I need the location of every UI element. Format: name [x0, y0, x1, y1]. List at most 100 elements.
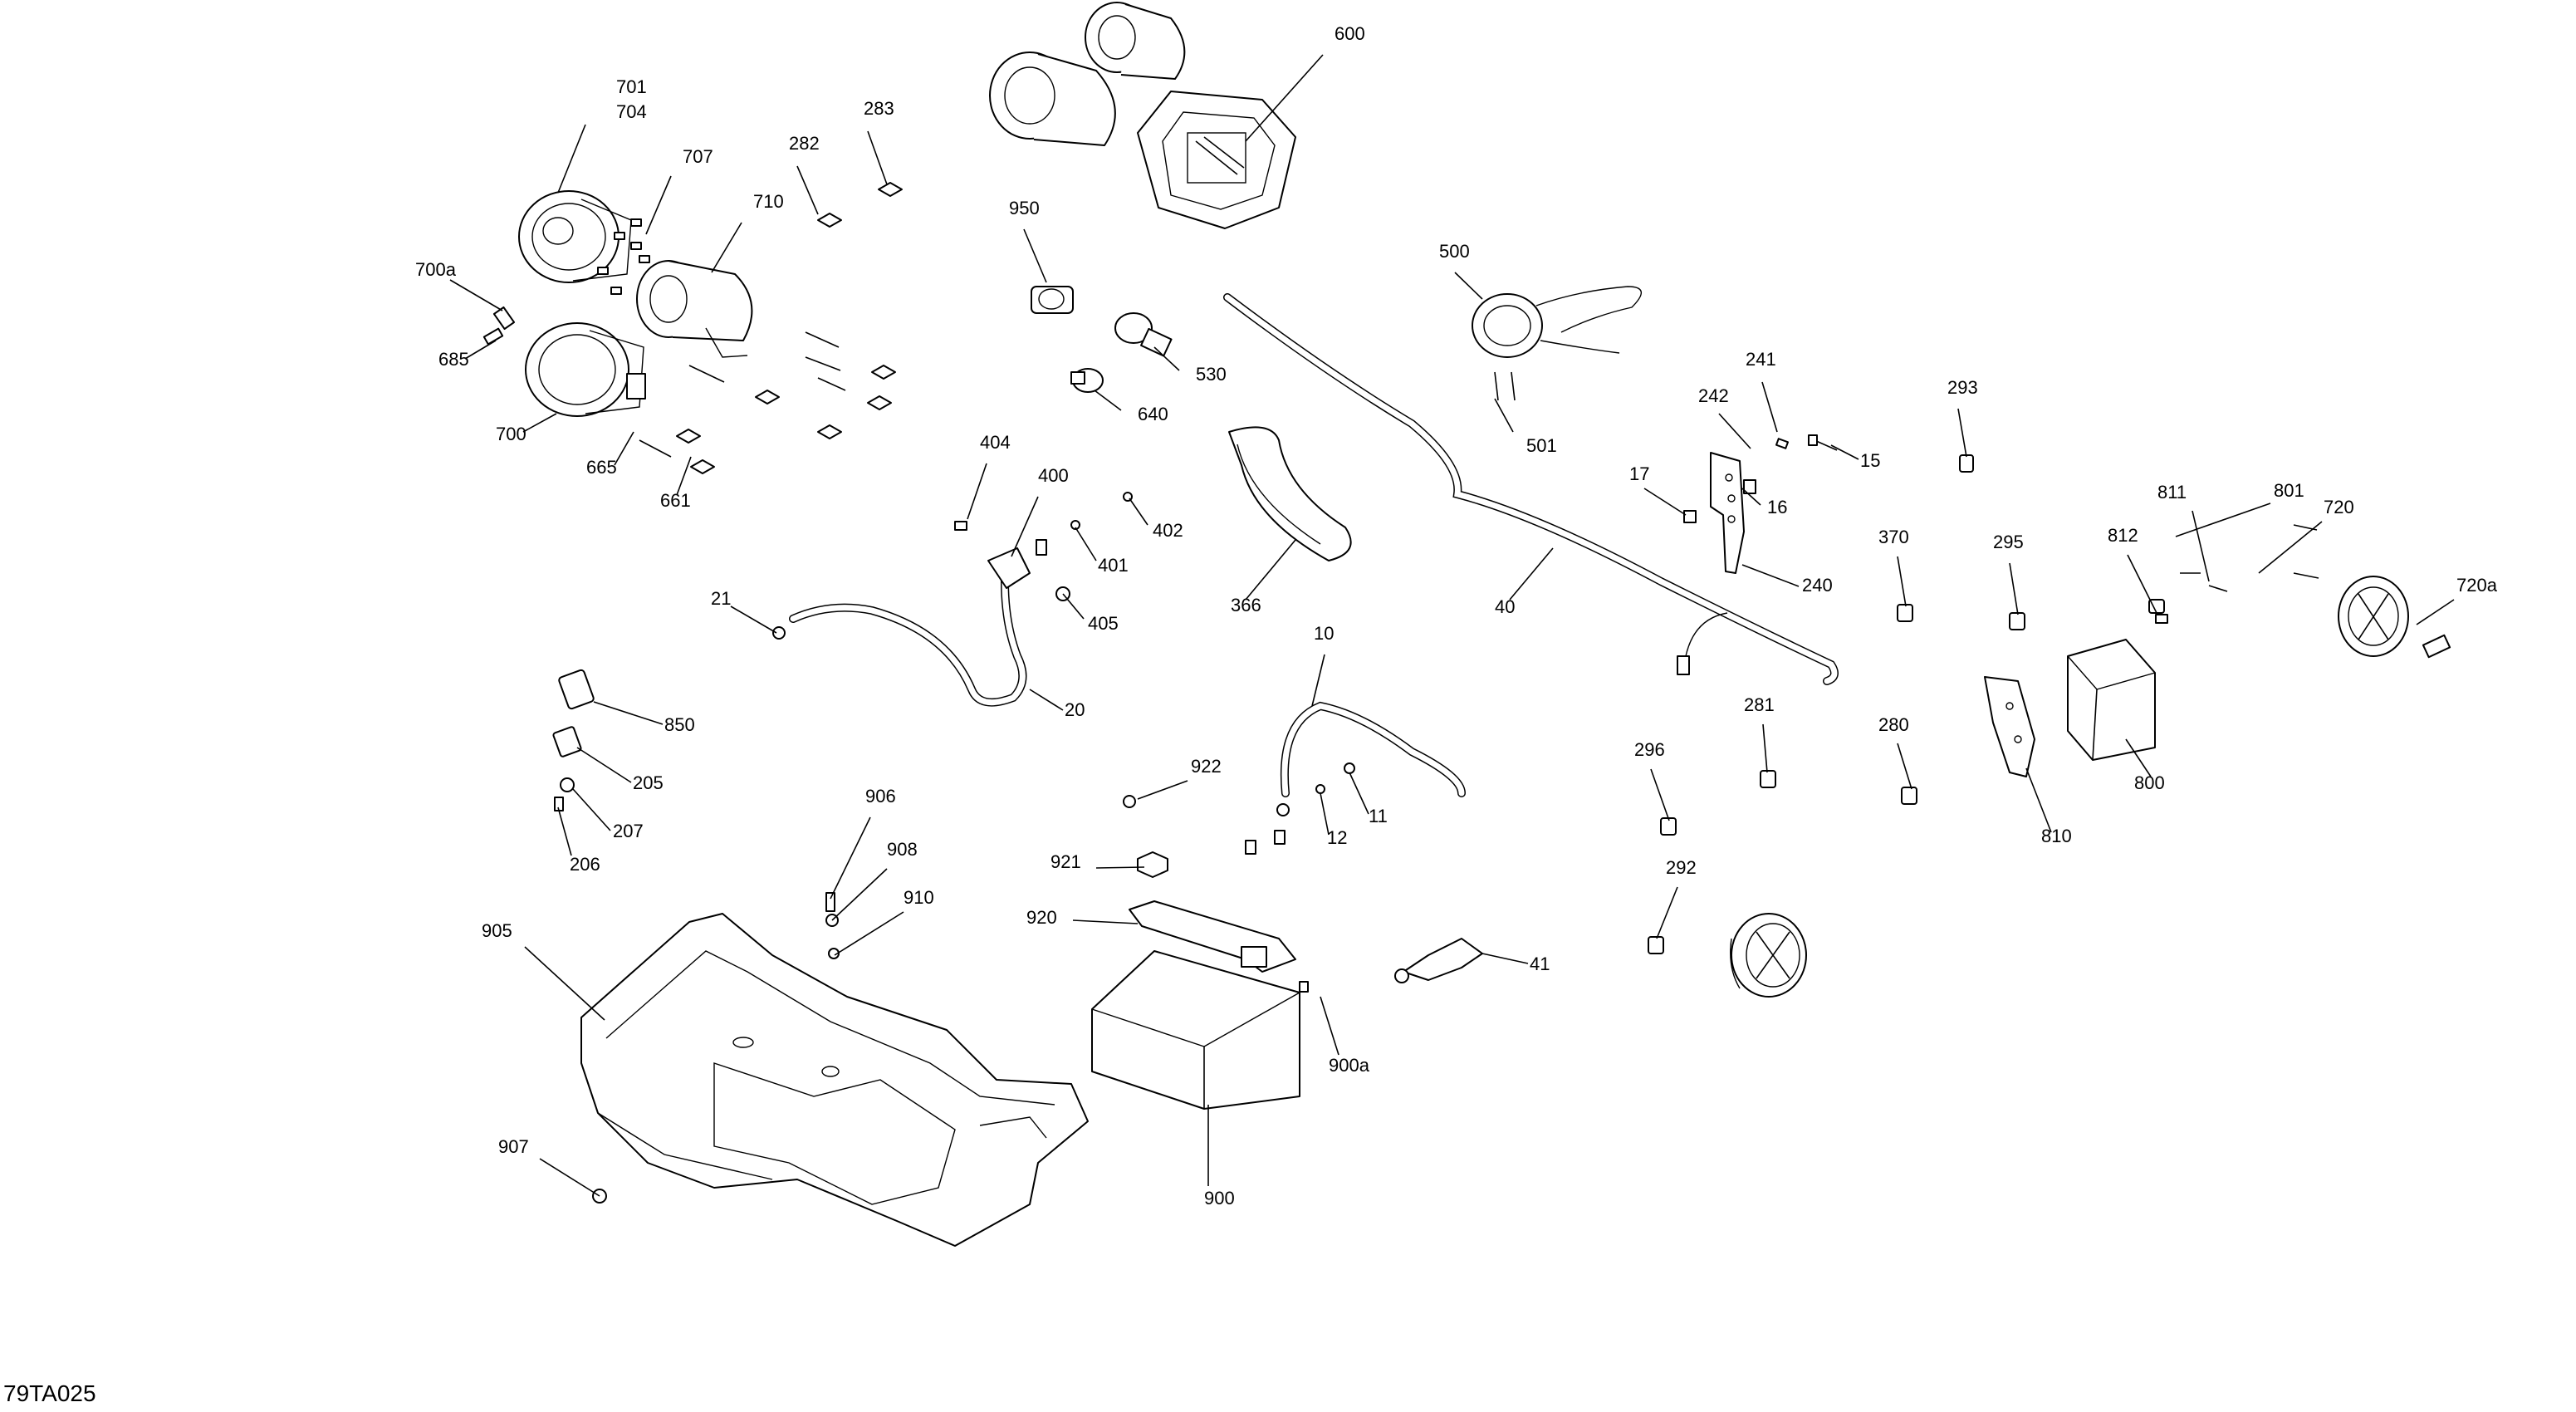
leader-line-701	[557, 124, 586, 194]
callout-950: 950	[1009, 198, 1040, 218]
leader-line-11	[1349, 772, 1369, 815]
callout-15: 15	[1860, 450, 1880, 471]
leader-line-665	[614, 431, 634, 466]
callout-293: 293	[1947, 377, 1978, 398]
air-duct-366	[1228, 426, 1352, 561]
leader-line-922	[1137, 780, 1188, 800]
callout-501: 501	[1526, 435, 1557, 456]
bracket-810	[1984, 676, 2035, 777]
callout-10: 10	[1314, 623, 1334, 644]
leader-line-640	[1094, 390, 1122, 411]
leader-line-404	[967, 463, 987, 520]
leader-line-40	[1509, 547, 1554, 601]
callout-layer: 701704707283282710700a685700665661600950…	[415, 23, 2498, 1209]
callout-41: 41	[1530, 954, 1550, 974]
leader-line-401	[1075, 527, 1097, 561]
battery-hold-down-920	[1129, 900, 1296, 973]
bracket-240	[1683, 434, 1838, 574]
callout-241: 241	[1746, 349, 1776, 370]
headlight-assembly-top	[989, 2, 1186, 146]
callout-900a: 900a	[1329, 1055, 1370, 1076]
callout-910: 910	[904, 887, 934, 908]
catalog-code: 79TA025	[3, 1380, 96, 1406]
leader-line-283	[867, 130, 888, 185]
leader-line-950	[1023, 228, 1047, 283]
callout-281: 281	[1744, 694, 1775, 715]
leader-line-850	[593, 701, 664, 725]
leader-line-295	[2009, 562, 2019, 615]
leader-line-700a	[449, 279, 503, 311]
leader-line-20	[1029, 689, 1064, 711]
leader-line-900a	[1320, 996, 1339, 1056]
callout-700: 700	[496, 424, 526, 444]
leader-line-12	[1320, 792, 1330, 836]
battery-cable-10	[1123, 701, 1466, 878]
callout-11: 11	[1369, 806, 1388, 826]
callout-292: 292	[1666, 857, 1697, 878]
headlight-bezel-600	[1137, 91, 1296, 229]
leader-line-293	[1957, 408, 1967, 458]
callout-801: 801	[2274, 480, 2304, 501]
leader-line-400	[1011, 496, 1039, 557]
leader-line-206	[557, 807, 572, 856]
callout-704: 704	[616, 101, 647, 122]
callout-240: 240	[1802, 575, 1833, 596]
terminal-41	[1394, 938, 1483, 983]
callout-922: 922	[1191, 756, 1222, 777]
callout-920: 920	[1026, 907, 1057, 928]
leader-line-242	[1718, 413, 1751, 449]
fog-light-720	[2338, 576, 2451, 659]
leader-line-207	[572, 788, 611, 831]
leader-line-800	[2125, 738, 2152, 777]
callout-900: 900	[1204, 1188, 1235, 1209]
leader-line-17	[1643, 488, 1687, 516]
callout-366: 366	[1231, 595, 1261, 615]
leader-line-810	[2025, 767, 2052, 833]
callout-40: 40	[1495, 596, 1515, 617]
leader-line-720a	[2416, 599, 2455, 625]
leader-line-906	[830, 816, 871, 900]
callout-850: 850	[664, 714, 695, 735]
leader-line-907	[539, 1158, 600, 1197]
callout-370: 370	[1878, 527, 1909, 547]
leader-line-921	[1095, 866, 1145, 869]
callout-283: 283	[864, 98, 894, 119]
callout-21: 21	[711, 588, 731, 609]
leader-line-600	[1245, 54, 1324, 142]
callout-404: 404	[980, 432, 1011, 453]
callout-20: 20	[1065, 699, 1085, 720]
callout-205: 205	[633, 772, 664, 793]
callout-402: 402	[1153, 520, 1183, 541]
leader-line-370	[1897, 556, 1907, 607]
leader-line-10	[1311, 654, 1325, 707]
hardware-811-812-801	[2148, 524, 2319, 624]
leader-line-700	[522, 413, 557, 433]
callout-282: 282	[789, 133, 820, 154]
leader-line-205	[576, 747, 632, 783]
leader-line-501	[1494, 398, 1514, 433]
callout-207: 207	[613, 821, 644, 841]
fog-light-lower	[1730, 913, 1807, 998]
callout-206: 206	[570, 854, 600, 875]
leader-line-16	[1741, 488, 1761, 506]
callout-12: 12	[1327, 827, 1347, 848]
callout-16: 16	[1767, 497, 1787, 517]
callout-242: 242	[1698, 385, 1729, 406]
headlight-projector-710	[636, 260, 753, 358]
callout-720: 720	[2324, 497, 2354, 517]
leader-line-281	[1762, 723, 1768, 773]
leader-line-811	[2192, 510, 2210, 582]
callout-530: 530	[1196, 364, 1227, 385]
callout-400: 400	[1038, 465, 1069, 486]
callout-812: 812	[2108, 525, 2138, 546]
cable-harness-40	[1223, 293, 1839, 685]
callout-600: 600	[1335, 23, 1365, 44]
leader-line-801	[2175, 503, 2271, 537]
socket-640	[1070, 368, 1104, 393]
leader-line-282	[796, 165, 819, 215]
callout-720a: 720a	[2456, 575, 2498, 596]
switch-950	[1031, 286, 1074, 314]
leader-line-707	[645, 175, 672, 235]
